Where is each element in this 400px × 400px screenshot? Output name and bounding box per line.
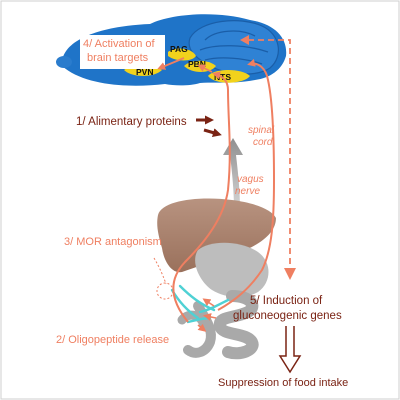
induction-label-line1: 5/ Induction of [250,295,323,307]
vagus-label-line1: vagus [237,174,264,185]
activation-label-box [80,35,165,69]
spinal-label-line1: spinal [248,125,275,136]
mor-site-circle [156,282,174,300]
spinal-cord-path [217,58,276,311]
esophagus-arrow [223,138,243,210]
intestine-arrow-1 [202,298,215,307]
mor-dashed-link [153,257,167,285]
induction-label-line2: gluconeogenic genes [233,310,342,322]
suppression-label: Suppression of food intake [218,377,348,389]
suppression-arrow [278,326,302,374]
portal-vessels [170,284,230,324]
liver [157,198,276,273]
dashed-start-head [240,35,249,45]
cerebellum [188,20,279,75]
oligopeptide-label: 2/ Oligopeptide release [56,334,169,346]
alimentary-arrow-2 [203,128,222,137]
pag-nucleus [168,48,196,61]
pag-to-pvn-arrow [157,57,185,70]
cerebellum-folds [199,30,269,65]
alimentary-label: 1/ Alimentary proteins [76,116,187,128]
vagus-label-line2: nerve [235,186,260,197]
brain-to-liver-dashed [248,39,291,270]
intestine-arrow-3 [197,323,207,332]
pag-label: PAG [170,44,188,54]
vagus-nerve-path [172,71,231,323]
olfactory-bulb [56,56,72,68]
brain-to-liver-arrowhead [284,268,296,280]
pvn-label: PVN [136,67,153,77]
stomach [195,242,269,298]
mor-label: 3/ MOR antagonism [64,236,162,248]
activation-label-line1: 4/ Activation of [83,38,155,50]
activation-label-line2: brain targets [87,52,149,64]
intestine-arrow-2 [203,313,217,321]
nts-to-pbn-arrow [197,64,213,73]
pbn-label: PBN [188,59,206,69]
spinal-label-line2: cord [253,137,273,148]
